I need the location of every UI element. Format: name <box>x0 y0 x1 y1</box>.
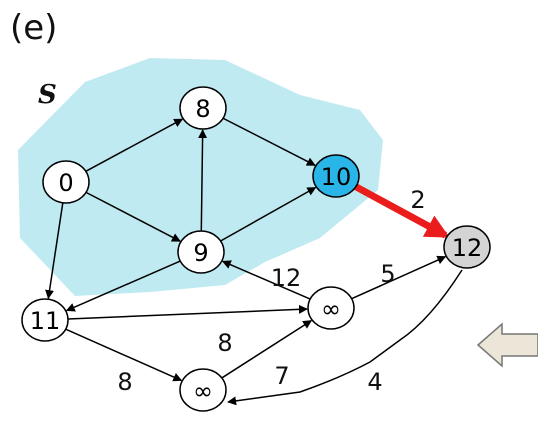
edge-n9-n11 <box>65 260 181 312</box>
node-nInfB: ∞ <box>179 368 227 412</box>
edge-nInfA-n9 <box>221 260 311 300</box>
edge-n11-nInfB <box>65 328 183 382</box>
node-label: 8 <box>195 95 210 123</box>
set-s-region <box>18 58 383 296</box>
edge-n0-n8 <box>85 118 184 172</box>
node-circle <box>312 154 360 198</box>
edge-weight-n10-n12: 2 <box>410 186 425 214</box>
node-n0: 0 <box>42 160 90 204</box>
edge-n11-nInfA <box>67 304 308 320</box>
edge-n9-n8 <box>198 129 208 232</box>
edge-weight-n12-nInfB: 4 <box>367 368 382 396</box>
node-n10: 10 <box>312 154 360 198</box>
node-circle <box>179 86 227 130</box>
node-circle <box>177 230 225 274</box>
edge-nInfB-nInfA <box>221 319 313 379</box>
node-label: ∞ <box>321 295 341 323</box>
node-label: 0 <box>58 169 73 197</box>
panel-label: (e) <box>10 8 58 48</box>
edge-weight-n11-nInfA: 8 <box>217 329 232 357</box>
edge-n8-n10 <box>222 117 316 166</box>
node-label: 11 <box>30 307 61 335</box>
node-circle <box>21 298 69 342</box>
node-nInfA: ∞ <box>307 286 355 330</box>
edge-weight-n11-nInfB: 8 <box>117 368 132 396</box>
edge-weight-nInfB-nInfA: 7 <box>274 362 289 390</box>
node-circle <box>307 286 355 330</box>
node-circle <box>42 160 90 204</box>
node-n12: 12 <box>443 225 491 269</box>
node-label: 9 <box>193 239 208 267</box>
edge-n9-n10 <box>220 186 317 242</box>
edge-weight-nInfA-n9: 12 <box>271 264 302 292</box>
edge-n0-n9 <box>85 191 181 242</box>
edge-n0-n11 <box>45 202 64 300</box>
node-n9: 9 <box>177 230 225 274</box>
node-circle <box>179 368 227 412</box>
edge-weight-nInfA-n12: 5 <box>380 260 395 288</box>
node-circle <box>443 225 491 269</box>
node-label: ∞ <box>193 377 213 405</box>
edge-n12-nInfB <box>227 269 463 406</box>
edge-n10-n12 <box>354 183 450 239</box>
set-label: S <box>38 80 57 110</box>
node-label: 12 <box>452 234 483 262</box>
left-arrow-icon <box>476 322 538 368</box>
node-n8: 8 <box>179 86 227 130</box>
node-n11: 11 <box>21 298 69 342</box>
node-label: 10 <box>321 163 352 191</box>
edge-nInfA-n12 <box>351 255 447 300</box>
